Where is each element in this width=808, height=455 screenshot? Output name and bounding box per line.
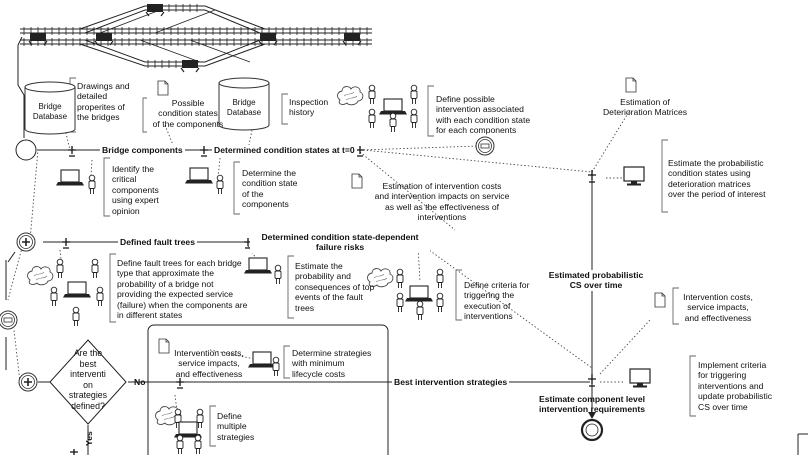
computer-icon-implement [629, 368, 651, 389]
analyst-workstation-2 [184, 167, 224, 195]
rail-ties [23, 4, 368, 68]
define-interventions-annotation: Define possible intervention associated … [436, 94, 531, 136]
intervention-costs-inner-annotation: Intervention costs, service impacts, and… [174, 348, 244, 379]
expert-group-criteria [367, 268, 444, 321]
database-label-2: Bridge Database [226, 98, 262, 117]
annotation-brackets [69, 77, 696, 447]
intermediate-event-left [0, 310, 18, 330]
parallel-gateway-fault-trees [16, 232, 36, 252]
decision-gateway [49, 339, 127, 425]
analyst-workstation-3 [243, 257, 282, 285]
flow-label-estimated-cs: Estimated probabilistic CS over time [542, 270, 650, 291]
analyst-workstation-1 [55, 169, 96, 195]
gateway-no-label: No [134, 377, 146, 387]
flow-label-component-requirements: Estimate component level intervention re… [538, 394, 646, 415]
determine-state-annotation: Determine the condition state of the com… [242, 168, 298, 210]
intermediate-event-right [475, 136, 495, 156]
estimation-costs-annotation: Estimation of intervention costs and int… [374, 181, 510, 223]
deterioration-matrices-annotation: Estimation of Deterioration Matrices [602, 97, 688, 118]
document-icon-1 [157, 80, 169, 96]
define-criteria-annotation: Define criteria for triggering the execu… [464, 280, 530, 322]
flow-label-bridge-components: Bridge components [100, 145, 185, 156]
implement-criteria-annotation: Implement criteria for triggering interv… [698, 360, 773, 412]
determine-strategies-annotation: Determine strategies with minimum lifecy… [292, 348, 372, 379]
flow-label-failure-risks: Determined condition state-dependent fai… [250, 232, 430, 253]
flow-label-fault-trees: Defined fault trees [118, 237, 197, 248]
identify-critical-annotation: Identify the critical components using e… [112, 164, 159, 216]
start-event [15, 139, 37, 161]
end-event [580, 418, 604, 442]
define-multiple-annotation: Define multiple strategies [217, 411, 255, 442]
inspection-annotation: Inspection history [289, 97, 329, 118]
expert-group-strategies [155, 406, 204, 455]
possible-states-annotation: Possible condition states of the compone… [152, 98, 224, 129]
estimate-probability-annotation: Estimate the probability and consequence… [295, 261, 375, 313]
probabilistic-annotation: Estimate the probabilistic condition sta… [668, 158, 766, 200]
document-icon-4 [654, 292, 666, 308]
railway-illustration [20, 5, 372, 67]
flow-label-best-strategies: Best intervention strategies [392, 377, 510, 388]
associations [7, 107, 651, 421]
intervention-costs-right-annotation: Intervention costs, service impacts, and… [683, 292, 753, 323]
expert-group-top [337, 84, 418, 133]
strategy-subprocess-box [147, 324, 389, 455]
drawings-annotation: Drawings and detailed properites of the … [77, 81, 130, 123]
parallel-gateway-lower [18, 372, 38, 392]
gateway-yes-label: Yes [84, 431, 94, 446]
define-fault-trees-annotation: Define fault trees for each bridge type … [117, 258, 248, 321]
computer-icon-probabilistic [623, 166, 645, 187]
flow-label-condition-t0: Determined condition states at t=0 [212, 145, 357, 156]
document-icon-3 [351, 173, 363, 189]
document-icon-2 [625, 77, 637, 93]
database-label-1: Bridge Database [32, 102, 68, 121]
expert-group-fault-trees [27, 258, 104, 327]
gateway-question: Are the best interventi on strategies de… [68, 348, 108, 411]
